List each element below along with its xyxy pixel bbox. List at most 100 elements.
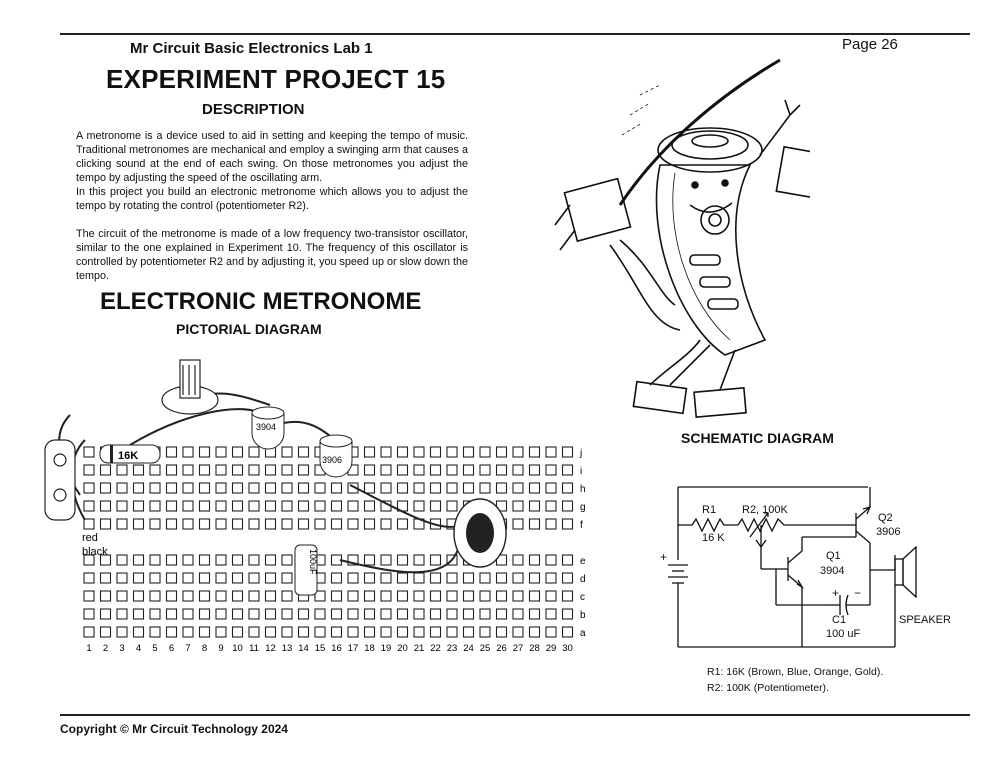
breadboard-hole — [132, 590, 145, 602]
c1-value: 100 uF — [826, 628, 861, 640]
r1-value: 16 K — [702, 532, 725, 544]
breadboard-hole — [479, 572, 491, 584]
breadboard-hole — [248, 608, 260, 620]
breadboard-hole — [363, 446, 376, 458]
column-number: 27 — [513, 643, 524, 654]
r2-note: R2: 100K (Potentiometer). — [707, 682, 829, 694]
column-number: 11 — [249, 643, 259, 654]
breadboard-hole — [446, 626, 458, 638]
breadboard-hole — [281, 590, 293, 602]
breadboard-hole — [413, 464, 425, 476]
column-number: 28 — [529, 643, 540, 654]
breadboard-hole — [380, 572, 392, 584]
breadboard-hole — [215, 626, 227, 638]
breadboard-hole — [363, 626, 376, 638]
breadboard-hole — [413, 500, 425, 512]
column-number: 10 — [232, 643, 243, 654]
breadboard-hole — [83, 572, 95, 584]
breadboard-hole — [545, 572, 557, 584]
column-number: 30 — [562, 643, 573, 654]
breadboard-hole — [396, 446, 409, 458]
breadboard-hole — [380, 554, 392, 566]
capacitor-100uf: 100uF — [294, 544, 318, 596]
breadboard-hole — [116, 482, 128, 494]
breadboard-hole — [83, 464, 95, 476]
breadboard-hole — [215, 500, 227, 512]
breadboard-hole — [182, 554, 194, 566]
breadboard-hole — [347, 608, 359, 620]
lab-title: Mr Circuit Basic Electronics Lab 1 — [130, 40, 373, 57]
breadboard-hole — [215, 482, 227, 494]
q1-value: 3904 — [820, 565, 844, 577]
row-label: a — [580, 628, 586, 639]
breadboard-hole — [413, 572, 425, 584]
schematic-diagram: R1 16 K R2, 100K Q2 3906 Q1 3904 C1 100 … — [660, 486, 951, 648]
breadboard-hole — [446, 482, 458, 494]
breadboard-hole — [231, 518, 244, 530]
breadboard-hole — [165, 590, 178, 602]
breadboard-hole — [330, 518, 343, 530]
column-number: 6 — [169, 643, 174, 654]
breadboard-hole — [314, 626, 326, 638]
breadboard-hole — [116, 572, 128, 584]
column-number: 17 — [348, 643, 359, 654]
breadboard-hole — [264, 608, 277, 620]
breadboard-hole — [264, 464, 277, 476]
breadboard-hole — [561, 626, 574, 638]
breadboard-hole — [545, 590, 557, 602]
breadboard-hole — [149, 464, 161, 476]
breadboard-hole — [512, 482, 524, 494]
breadboard-hole — [83, 626, 95, 638]
column-number: 26 — [496, 643, 507, 654]
breadboard-hole — [528, 518, 541, 530]
row-label: c — [580, 592, 585, 603]
breadboard-hole — [347, 500, 359, 512]
breadboard-hole — [561, 464, 574, 476]
column-number: 14 — [298, 643, 309, 654]
breadboard-hole — [528, 446, 541, 458]
breadboard-hole — [281, 464, 293, 476]
breadboard-hole — [198, 446, 211, 458]
bottom-rule — [60, 714, 970, 716]
breadboard-hole — [182, 482, 194, 494]
column-number: 1 — [86, 643, 91, 654]
breadboard-hole — [495, 590, 508, 602]
q2-name: Q2 — [878, 512, 893, 524]
description-heading: DESCRIPTION — [202, 101, 305, 118]
breadboard-hole — [182, 608, 194, 620]
column-number: 18 — [364, 643, 375, 654]
breadboard-hole — [215, 518, 227, 530]
breadboard-hole — [528, 590, 541, 602]
breadboard-hole — [528, 500, 541, 512]
breadboard-hole — [380, 464, 392, 476]
breadboard-hole — [462, 626, 475, 638]
breadboard-hole — [165, 464, 178, 476]
breadboard-hole — [495, 446, 508, 458]
column-number: 22 — [430, 643, 441, 654]
breadboard-hole — [83, 554, 95, 566]
column-number: 4 — [136, 643, 141, 654]
breadboard-hole — [545, 446, 557, 458]
breadboard-hole — [446, 500, 458, 512]
breadboard-hole — [297, 464, 310, 476]
breadboard-hole — [479, 482, 491, 494]
breadboard-hole — [297, 500, 310, 512]
breadboard-hole — [297, 608, 310, 620]
breadboard-hole — [231, 482, 244, 494]
breadboard-hole — [545, 464, 557, 476]
breadboard-hole — [545, 518, 557, 530]
breadboard-hole — [198, 500, 211, 512]
breadboard-hole — [116, 518, 128, 530]
breadboard-hole — [396, 572, 409, 584]
breadboard-hole — [380, 608, 392, 620]
page-number: Page 26 — [842, 36, 898, 53]
row-label: g — [580, 502, 586, 513]
breadboard-hole — [264, 626, 277, 638]
breadboard-hole — [182, 500, 194, 512]
breadboard-hole — [116, 464, 128, 476]
breadboard-hole — [132, 464, 145, 476]
column-number: 5 — [152, 643, 157, 654]
column-number: 12 — [265, 643, 276, 654]
breadboard-hole — [132, 518, 145, 530]
